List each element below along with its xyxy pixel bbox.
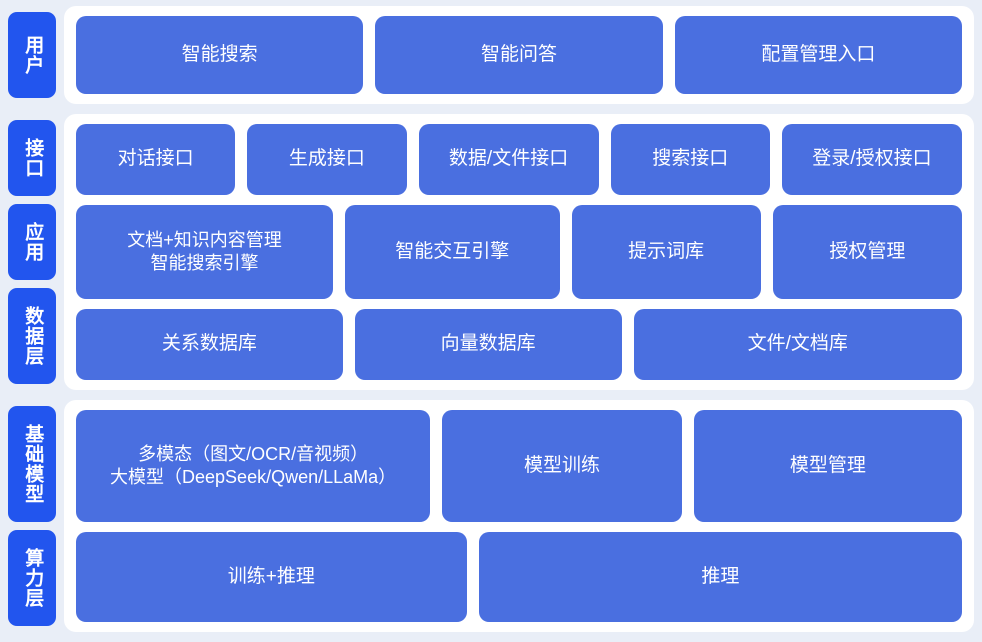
node-data-file-api[interactable]: 数据/文件接口 — [418, 124, 599, 196]
layer-group-middle: 接口 应用 数据层 对话接口 生成接口 数据/文件接口 搜索接口 登录/授权接口… — [8, 114, 974, 390]
node-config-entry[interactable]: 配置管理入口 — [674, 16, 962, 94]
layer-label-rail-user: 用户 — [8, 6, 56, 104]
node-interaction-engine[interactable]: 智能交互引擎 — [344, 205, 560, 299]
node-dialog-api[interactable]: 对话接口 — [76, 124, 236, 196]
row-interface: 对话接口 生成接口 数据/文件接口 搜索接口 登录/授权接口 — [76, 124, 962, 196]
layer-group-base: 基础模型 算力层 多模态（图文/OCR/音视频） 大模型（DeepSeek/Qw… — [8, 400, 974, 632]
node-model-training[interactable]: 模型训练 — [442, 410, 682, 523]
layer-label-rail-middle: 接口 应用 数据层 — [8, 114, 56, 390]
row-compute: 训练+推理 推理 — [76, 532, 962, 622]
layer-tab-application[interactable]: 应用 — [8, 204, 56, 280]
node-login-auth-api[interactable]: 登录/授权接口 — [781, 124, 962, 196]
node-vector-db[interactable]: 向量数据库 — [354, 308, 622, 380]
layer-panel-user: 智能搜索 智能问答 配置管理入口 — [64, 6, 974, 104]
row-application: 文档+知识内容管理 智能搜索引擎 智能交互引擎 提示词库 授权管理 — [76, 205, 962, 299]
layer-group-user: 用户 智能搜索 智能问答 配置管理入口 — [8, 6, 974, 104]
node-generate-api[interactable]: 生成接口 — [247, 124, 407, 196]
node-relational-db[interactable]: 关系数据库 — [76, 308, 343, 380]
row-user: 智能搜索 智能问答 配置管理入口 — [76, 16, 962, 94]
node-smart-qa[interactable]: 智能问答 — [375, 16, 663, 94]
layer-panel-middle: 对话接口 生成接口 数据/文件接口 搜索接口 登录/授权接口 文档+知识内容管理… — [64, 114, 974, 390]
node-train-infer[interactable]: 训练+推理 — [76, 532, 467, 622]
layer-panel-base: 多模态（图文/OCR/音视频） 大模型（DeepSeek/Qwen/LLaMa）… — [64, 400, 974, 632]
node-auth-management[interactable]: 授权管理 — [772, 205, 962, 299]
row-foundation-model: 多模态（图文/OCR/音视频） 大模型（DeepSeek/Qwen/LLaMa）… — [76, 410, 962, 523]
layer-tab-foundation-model[interactable]: 基础模型 — [8, 406, 56, 522]
node-prompt-library[interactable]: 提示词库 — [571, 205, 761, 299]
node-search-api[interactable]: 搜索接口 — [610, 124, 770, 196]
node-file-doc-store[interactable]: 文件/文档库 — [633, 308, 962, 380]
node-smart-search[interactable]: 智能搜索 — [76, 16, 364, 94]
layer-label-rail-base: 基础模型 算力层 — [8, 400, 56, 632]
node-infer[interactable]: 推理 — [478, 532, 962, 622]
node-model-management[interactable]: 模型管理 — [693, 410, 962, 523]
layer-tab-interface[interactable]: 接口 — [8, 120, 56, 196]
layer-tab-compute[interactable]: 算力层 — [8, 530, 56, 626]
layer-tab-user[interactable]: 用户 — [8, 12, 56, 98]
node-multimodal-llm[interactable]: 多模态（图文/OCR/音视频） 大模型（DeepSeek/Qwen/LLaMa） — [76, 410, 431, 523]
node-doc-knowledge-mgmt[interactable]: 文档+知识内容管理 智能搜索引擎 — [76, 205, 333, 299]
row-data: 关系数据库 向量数据库 文件/文档库 — [76, 308, 962, 380]
layer-tab-data[interactable]: 数据层 — [8, 288, 56, 384]
